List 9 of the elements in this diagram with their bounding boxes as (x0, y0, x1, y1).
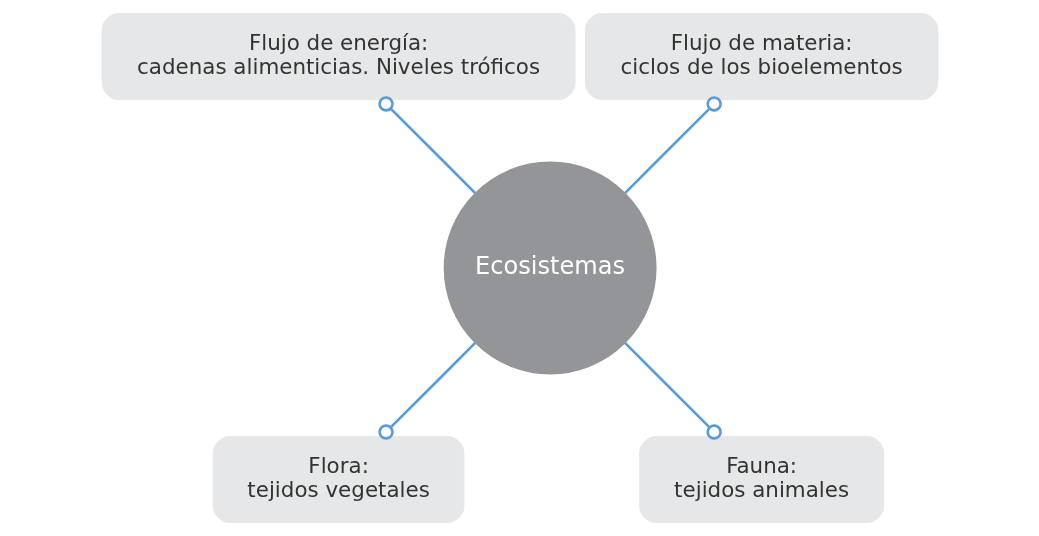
connector (623, 342, 722, 440)
connector (623, 96, 722, 194)
node-circle: Ecosistemas (443, 161, 657, 375)
node-box: Fauna: tejidos animales (638, 436, 884, 523)
connector (377, 342, 476, 440)
connector (377, 96, 476, 194)
node-box: Flora: tejidos vegetales (212, 436, 464, 523)
node-box: Flujo de materia: ciclos de los bioelementos (584, 13, 938, 100)
node-box: Flujo de energía: cadenas alimenticias. Niveles tróficos (101, 13, 576, 100)
